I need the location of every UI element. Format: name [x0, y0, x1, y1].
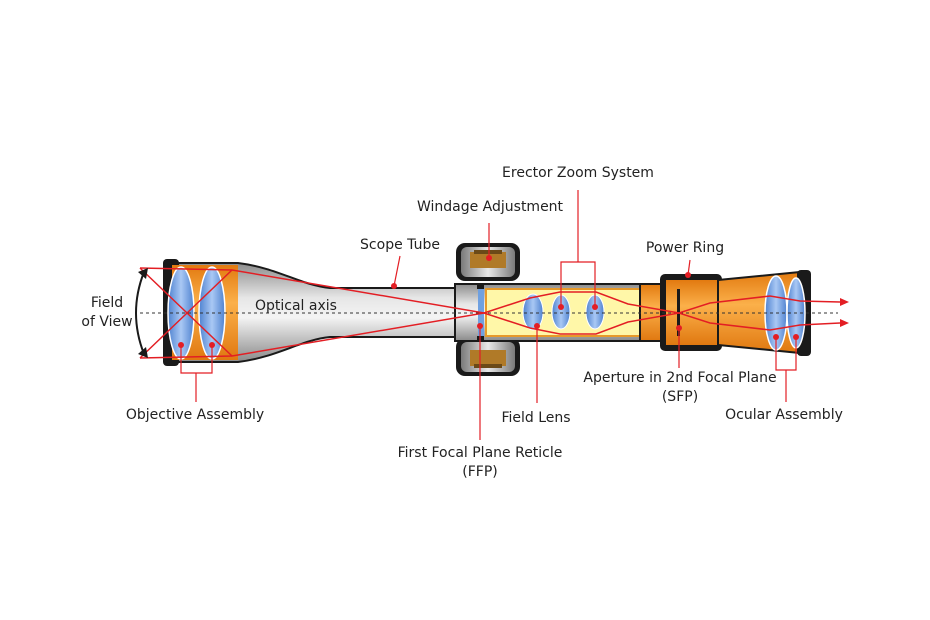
- label-erector-zoom-system: Erector Zoom System: [488, 164, 668, 183]
- erector-zoom-system-text: Erector Zoom System: [502, 165, 654, 181]
- label-field-lens: Field Lens: [486, 409, 586, 428]
- field-of-view-bracket: [135, 268, 148, 358]
- field-of-view-line2: of View: [81, 314, 133, 330]
- label-power-ring: Power Ring: [625, 239, 745, 258]
- sfp-line1: Aperture in 2nd Focal Plane: [583, 370, 777, 386]
- label-field-of-view: Field of View: [72, 294, 142, 332]
- erector-lenses: [551, 294, 605, 330]
- ffp-line1: First Focal Plane Reticle: [397, 445, 563, 461]
- sfp-line2: (SFP): [661, 389, 699, 405]
- label-optical-axis: Optical axis: [255, 297, 337, 316]
- light-rays: [139, 267, 849, 359]
- power-ring-text: Power Ring: [645, 240, 725, 256]
- callout-dots: [178, 255, 799, 348]
- label-first-focal-plane-reticle: First Focal Plane Reticle (FFP): [370, 444, 590, 482]
- label-ocular-assembly: Ocular Assembly: [704, 406, 864, 425]
- label-objective-assembly: Objective Assembly: [105, 406, 285, 425]
- ocular-assembly-text: Ocular Assembly: [725, 407, 843, 423]
- field-of-view-line1: Field: [90, 295, 124, 311]
- elevation-turret: [456, 338, 520, 376]
- objective-assembly-text: Objective Assembly: [125, 407, 265, 423]
- optical-axis-text: Optical axis: [255, 298, 337, 314]
- objective-lenses: [167, 266, 226, 360]
- scope-tube-text: Scope Tube: [360, 237, 440, 253]
- field-lens-text: Field Lens: [501, 410, 571, 426]
- label-aperture-sfp: Aperture in 2nd Focal Plane (SFP): [570, 369, 790, 407]
- windage-turret: [456, 243, 520, 281]
- field-lens-element: [522, 293, 544, 331]
- windage-adjustment-text: Windage Adjustment: [416, 199, 564, 215]
- ffp-line2: (FFP): [462, 464, 498, 480]
- callout-lines: [180, 190, 797, 440]
- label-scope-tube: Scope Tube: [335, 236, 465, 255]
- label-windage-adjustment: Windage Adjustment: [400, 198, 580, 217]
